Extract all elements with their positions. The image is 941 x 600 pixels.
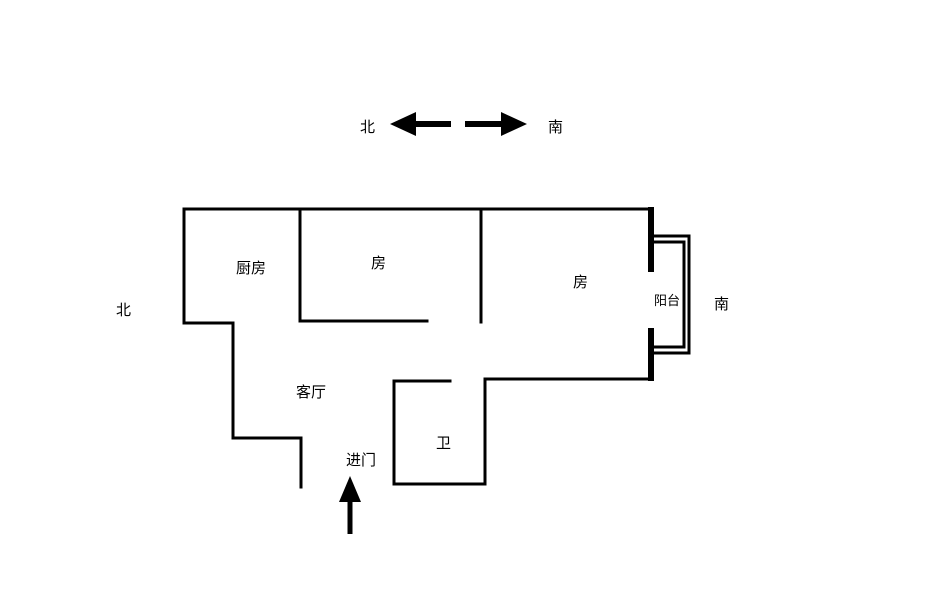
side-north-label: 北 bbox=[116, 301, 132, 319]
room-label-living: 客厅 bbox=[296, 383, 327, 401]
north-arrow-icon bbox=[390, 112, 451, 136]
room-label-entrance: 进门 bbox=[346, 451, 377, 469]
room-label-bedroom-large: 房 bbox=[573, 273, 589, 291]
compass-arrows bbox=[390, 112, 527, 136]
room-label-balcony: 阳台 bbox=[654, 294, 681, 309]
walls bbox=[182, 207, 691, 489]
room-label-bathroom: 卫 bbox=[436, 434, 452, 452]
entrance-arrow-icon bbox=[339, 476, 361, 534]
room-label-bedroom-small: 房 bbox=[371, 254, 387, 272]
compass-north-label: 北 bbox=[360, 118, 376, 136]
south-arrow-icon bbox=[465, 112, 527, 136]
side-south-label: 南 bbox=[714, 295, 730, 313]
room-label-kitchen: 厨房 bbox=[236, 259, 267, 277]
compass-south-label: 南 bbox=[548, 118, 564, 136]
